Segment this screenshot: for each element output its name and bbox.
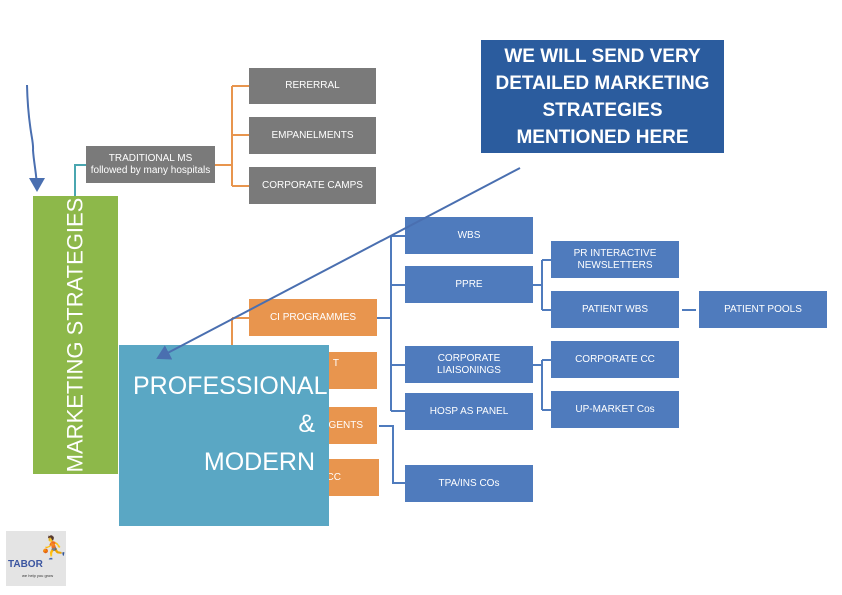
banner-box: WE WILL SEND VERY DETAILED MARKETING STRAT…	[481, 40, 724, 153]
patient-wbs-box: PATIENT WBS	[551, 291, 679, 328]
corporate-camps-box: CORPORATE CAMPS	[249, 167, 376, 204]
logo-name: TABOR	[8, 559, 43, 570]
curved-arrow	[26, 84, 45, 192]
logo-figures-icon: ⛹	[40, 535, 68, 560]
marketing-strategies-box: MARKETING STRATEGIES	[33, 196, 118, 474]
logo-tagline: we help you grow	[22, 573, 54, 578]
banner-line4: MENTIONED HERE	[516, 126, 689, 148]
corporate-cc-box: CORPORATE CC	[551, 341, 679, 378]
traditional-line1: TRADITIONAL MS	[108, 152, 193, 164]
tpa-ins-box: TPA/INS COs	[405, 465, 533, 502]
banner-line2: DETAILED MARKETING	[495, 72, 710, 94]
banner-line1: WE WILL SEND VERY	[504, 45, 701, 67]
tabor-logo: ⛹ TABOR we help you grow	[6, 531, 68, 586]
overlay-line3: MODERN	[203, 448, 315, 476]
empanelments-box: EMPANELMENTS	[249, 117, 376, 154]
up-market-box: UP-MARKET Cos	[551, 391, 679, 428]
referral-box: RERERRAL	[249, 68, 376, 104]
traditional-line2: followed by many hospitals	[90, 164, 211, 176]
overlay-line1: PROFESSIONAL	[133, 372, 328, 400]
orange-box-2-label: T	[332, 358, 339, 369]
overlay-line2: &	[298, 410, 315, 438]
corporate-liaisonings-box: CORPORATE LIAISONINGS	[405, 346, 533, 383]
orange-box-4-label: CC	[326, 471, 341, 483]
hosp-as-panel-box: HOSP AS PANEL	[405, 393, 533, 430]
orange-box-3-label: GENTS	[328, 419, 363, 431]
banner-line3: STRATEGIES	[542, 99, 663, 121]
pr-newsletters-box: PR INTERACTIVE NEWSLETTERS	[551, 241, 679, 278]
wbs-box: WBS	[405, 217, 533, 254]
ci-programmes-box: CI PROGRAMMES	[249, 299, 377, 336]
ppre-box: PPRE	[405, 266, 533, 303]
professional-modern-overlay: PROFESSIONAL & MODERN	[119, 345, 329, 526]
patient-pools-box: PATIENT POOLS	[699, 291, 827, 328]
